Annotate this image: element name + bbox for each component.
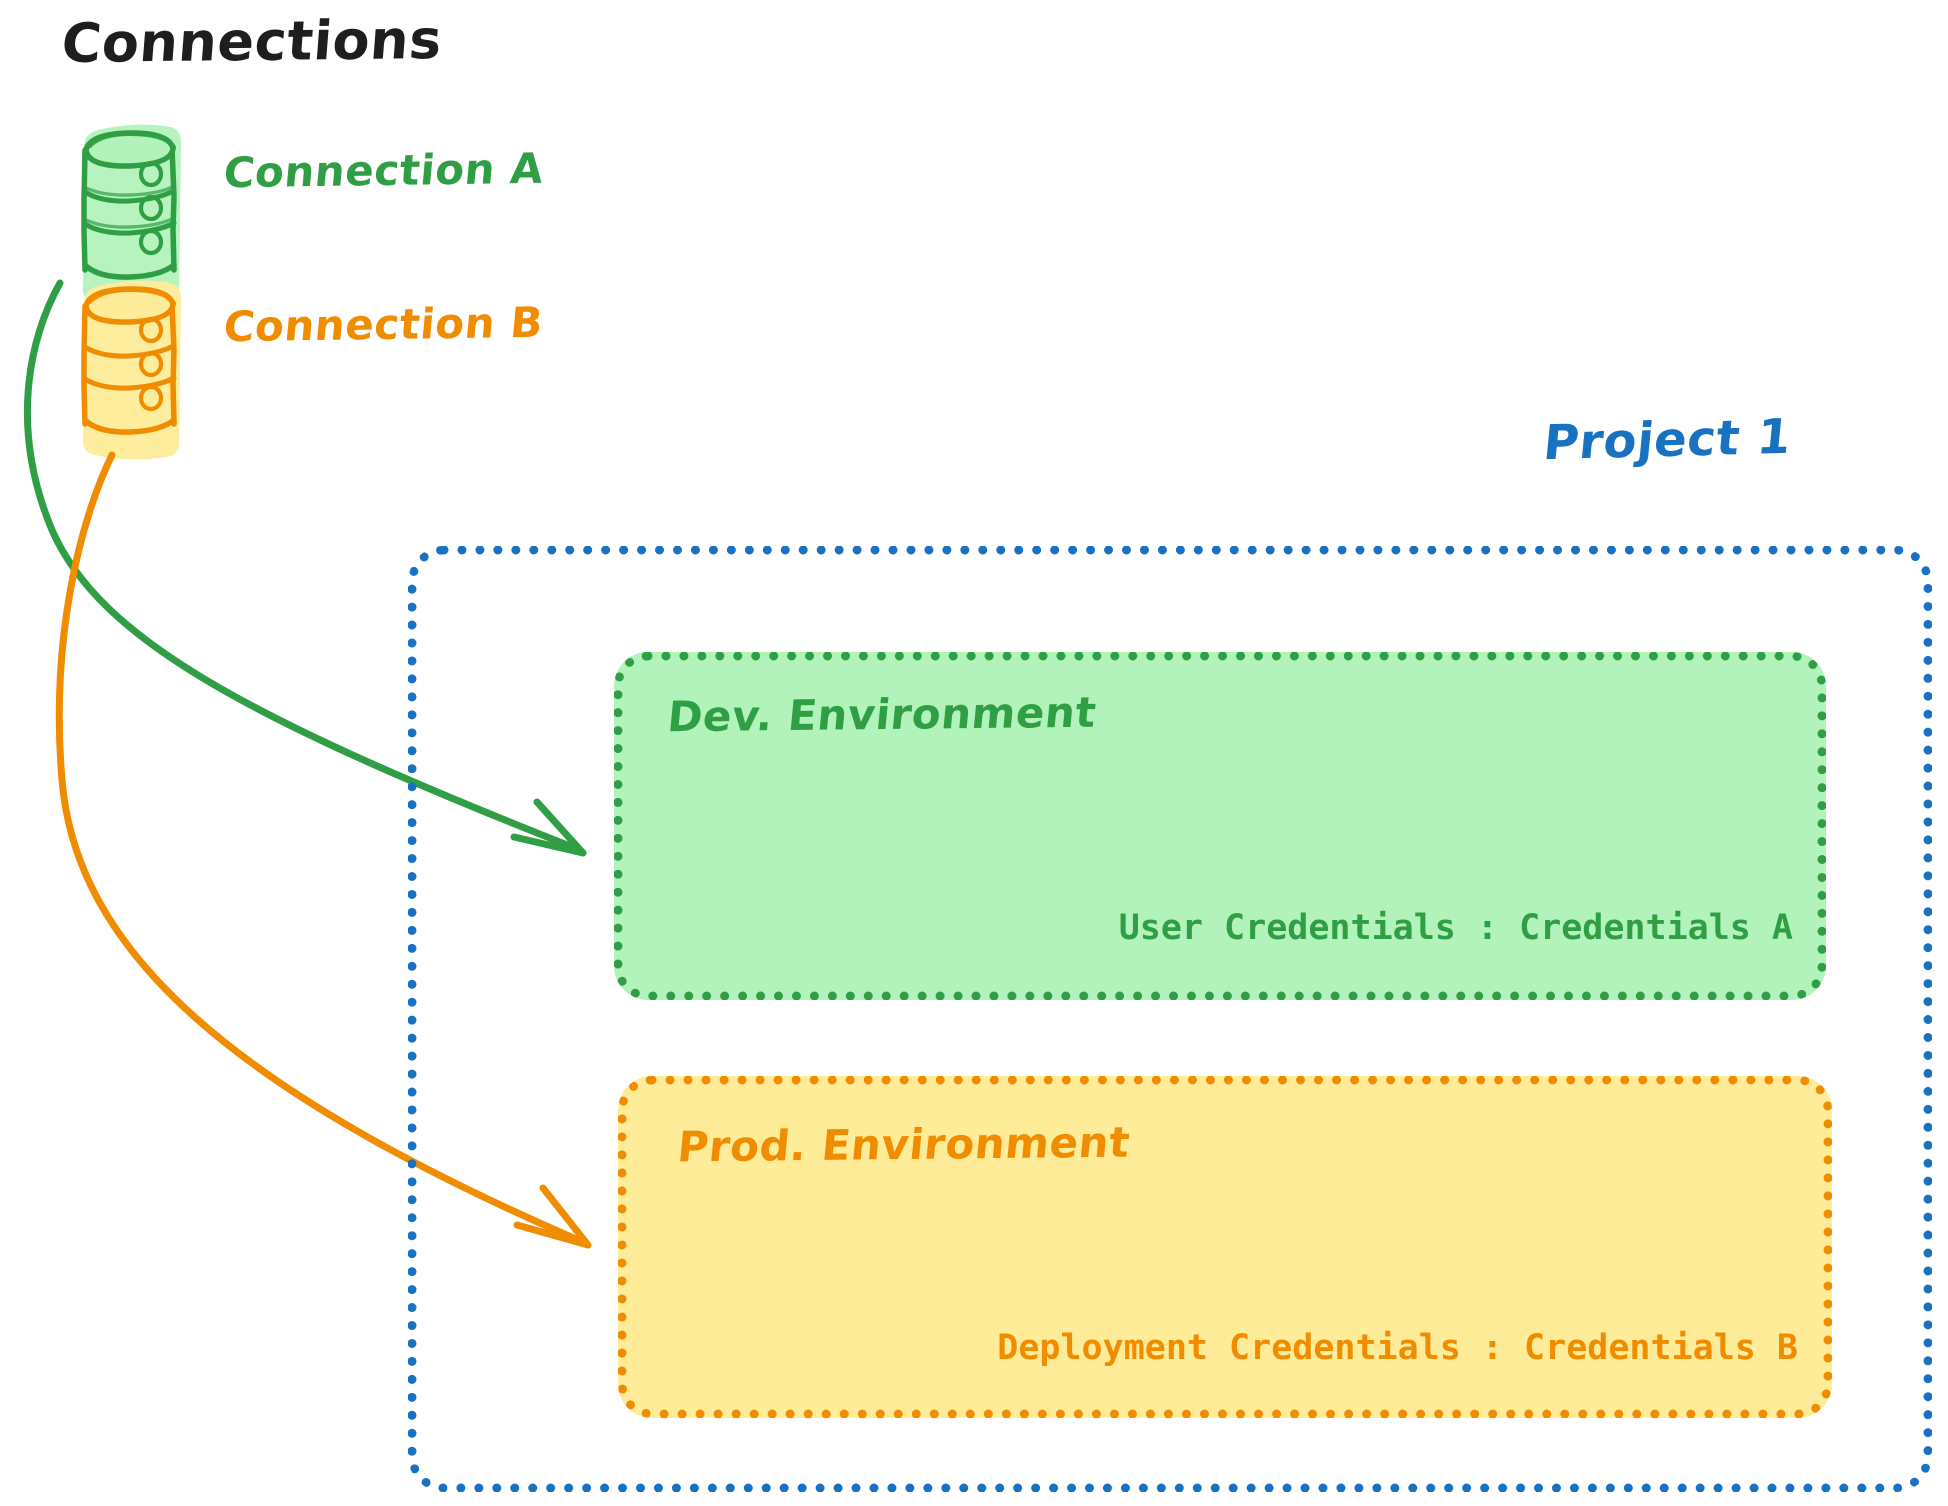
database-cylinder-icon-connection-b[interactable] (81, 280, 182, 460)
database-cylinder-icon-connection-a[interactable] (81, 124, 182, 308)
prod-environment-credentials: Deployment Credentials : Credentials B (997, 1328, 1798, 1368)
project-container (408, 546, 1932, 1492)
dev-environment-title: Dev. Environment (665, 687, 1099, 742)
prod-environment-title: Prod. Environment (675, 1117, 1133, 1172)
prod-environment-container[interactable] (618, 1076, 1832, 1418)
page-title: Connections (59, 8, 445, 75)
connection-b-label[interactable]: Connection B (221, 297, 546, 352)
project-label: Project 1 (1540, 408, 1794, 472)
dev-environment-credentials: User Credentials : Credentials A (1118, 908, 1793, 948)
connection-a-label[interactable]: Connection A (221, 143, 546, 198)
dev-environment-container[interactable] (614, 652, 1826, 1000)
